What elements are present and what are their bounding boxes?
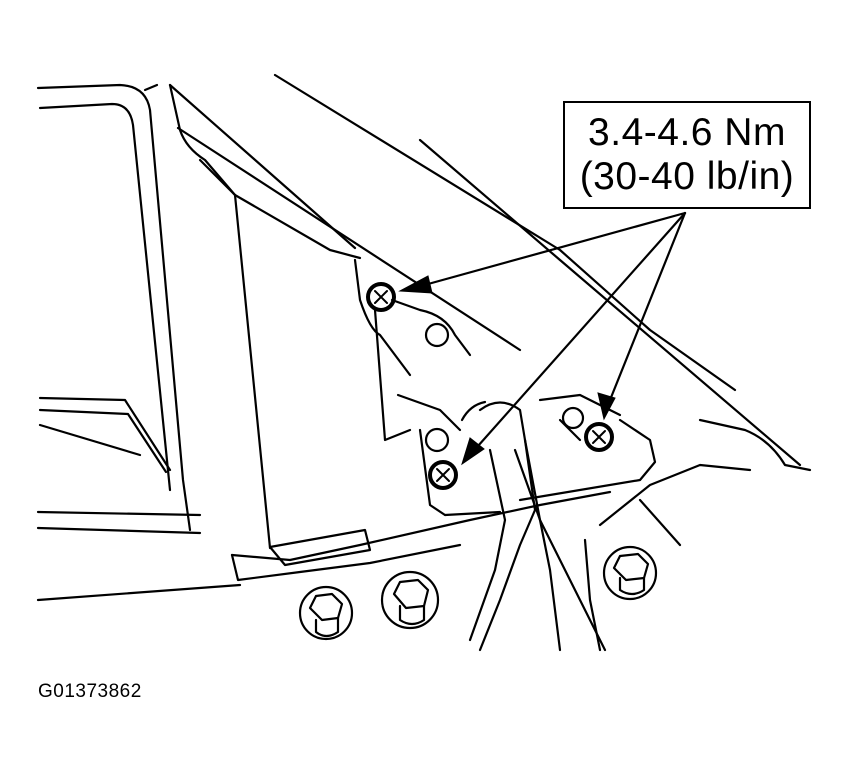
trim-bracket bbox=[170, 75, 800, 548]
circled-x-icon bbox=[368, 284, 394, 310]
figure-id: G01373862 bbox=[38, 681, 142, 702]
hex-bolt bbox=[604, 547, 656, 599]
lower-rail bbox=[38, 420, 810, 650]
leader-lines bbox=[410, 213, 685, 455]
circled-x-icon bbox=[430, 462, 456, 488]
torque-metric-label: 3.4-4.6 Nm bbox=[588, 111, 786, 155]
hex-bolt bbox=[300, 587, 352, 639]
torque-imperial-label: (30-40 lb/in) bbox=[579, 155, 795, 198]
hex-bolt bbox=[382, 572, 438, 628]
torque-spec-callout: 3.4-4.6 Nm (30-40 lb/in) bbox=[563, 101, 811, 209]
door-frame-panel bbox=[38, 85, 200, 533]
arrowhead-icon bbox=[400, 276, 615, 464]
circled-x-icon bbox=[586, 424, 612, 450]
